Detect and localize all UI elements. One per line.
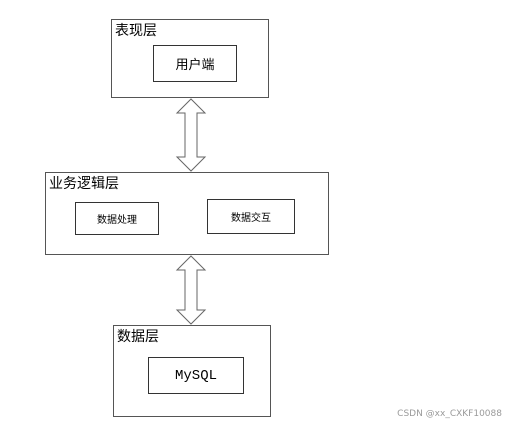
mysql-label: MySQL: [174, 367, 217, 384]
double-arrow-logic-data: [175, 255, 207, 325]
logic-layer-title: 业务逻辑层: [49, 176, 119, 192]
data-layer-title: 数据层: [117, 329, 159, 345]
data-processing-label: 数据处理: [97, 215, 137, 226]
mysql-box: MySQL: [148, 357, 244, 394]
data-interaction-label: 数据交互: [231, 213, 271, 224]
client-label: 用户端: [175, 58, 215, 73]
client-box: 用户端: [153, 45, 237, 82]
data-interaction-box: 数据交互: [207, 199, 295, 234]
logic-layer-box: 业务逻辑层 数据处理 数据交互: [45, 172, 329, 255]
presentation-layer-title: 表现层: [115, 23, 157, 39]
data-processing-box: 数据处理: [75, 202, 159, 235]
watermark: CSDN @xx_CXKF10088: [397, 409, 502, 419]
double-arrow-presentation-logic: [175, 98, 207, 172]
presentation-layer-box: 表现层 用户端: [111, 19, 269, 98]
data-layer-box: 数据层 MySQL: [113, 325, 271, 417]
